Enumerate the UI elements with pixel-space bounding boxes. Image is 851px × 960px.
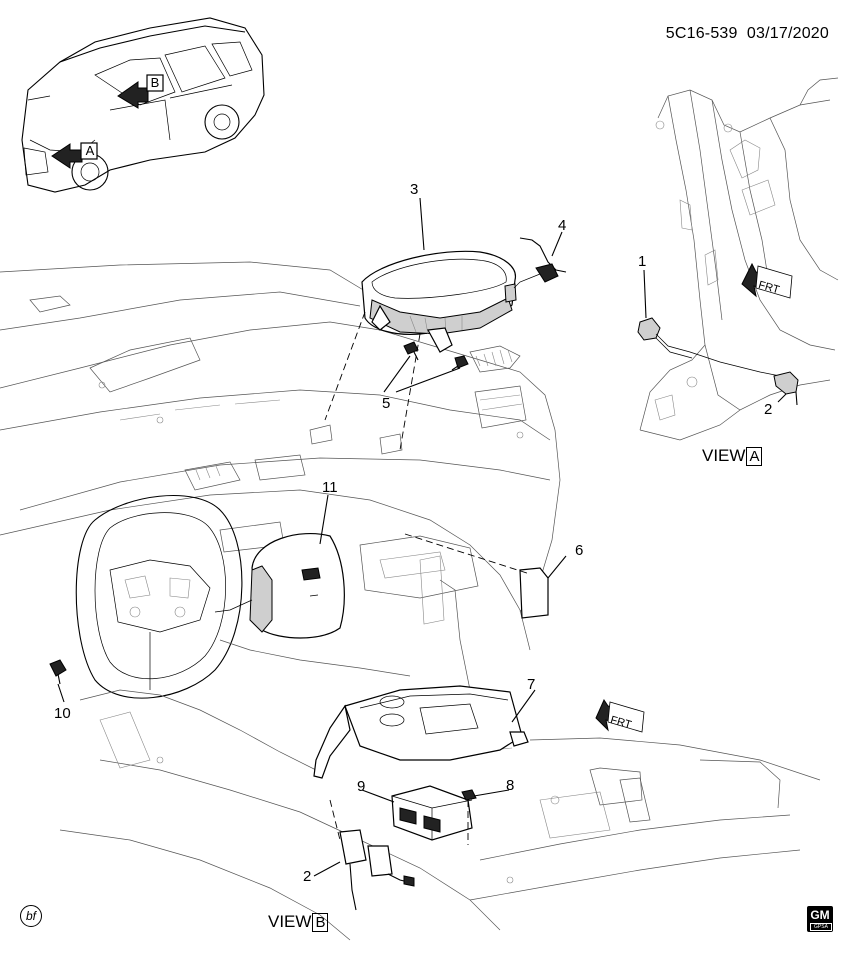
steering-wheel	[75, 494, 243, 699]
diagram-header: 5C16-539 03/17/2020	[666, 26, 829, 42]
leader-lines	[57, 197, 787, 877]
gm-logo: GM GPSA	[807, 906, 833, 932]
part-4-airbag-harness	[513, 237, 567, 289]
callout-10: 10	[54, 705, 71, 722]
vehicle-inset	[21, 17, 265, 193]
gm-logo-subtext: GPSA	[810, 923, 832, 931]
callout-11: 11	[322, 479, 338, 496]
part-5-bolts	[403, 341, 469, 371]
gm-logo-text: GM	[810, 908, 830, 922]
callout-6: 6	[575, 542, 584, 559]
part-1-front-impact-sensor	[637, 317, 781, 377]
part-9-sensing-module	[391, 785, 473, 841]
part-6-bracket	[519, 567, 549, 619]
view-a-arrow	[51, 142, 98, 169]
part-8-nut	[461, 789, 477, 845]
view-b-prefix: VIEW	[268, 912, 312, 931]
callout-4: 4	[558, 217, 567, 234]
part-2-harness-view-b	[339, 829, 415, 911]
diagram-code: 5C16-539	[665, 25, 738, 42]
view-a-prefix: VIEW	[702, 446, 746, 465]
footer-code-badge: bf	[20, 905, 42, 927]
part-7-console-bracket	[313, 685, 529, 779]
callout-2-view-a: 2	[764, 401, 773, 418]
view-b-arrow-letter: B	[150, 75, 160, 90]
view-b-letter: B	[312, 913, 329, 932]
view-a-structure	[639, 77, 839, 441]
frt-arrow-view-a	[741, 262, 793, 299]
part-2-harness-view-a	[773, 371, 799, 406]
callout-5: 5	[382, 395, 391, 412]
callout-8: 8	[506, 777, 515, 794]
callout-2-view-b: 2	[303, 868, 312, 885]
diagram-date: 03/17/2020	[746, 25, 829, 42]
callout-7: 7	[527, 676, 536, 693]
callout-3: 3	[410, 181, 419, 198]
part-10-bolt	[49, 659, 67, 685]
view-a-arrow-letter: A	[85, 143, 95, 158]
callout-9: 9	[357, 778, 366, 795]
part-3-passenger-airbag	[361, 250, 517, 353]
part-11-steering-wheel-airbag	[214, 532, 345, 639]
floor-structure	[59, 555, 821, 941]
frt-arrow-view-b	[595, 698, 645, 733]
callout-1: 1	[638, 253, 647, 270]
view-b-arrow	[117, 74, 164, 109]
view-a-letter: A	[746, 447, 763, 466]
